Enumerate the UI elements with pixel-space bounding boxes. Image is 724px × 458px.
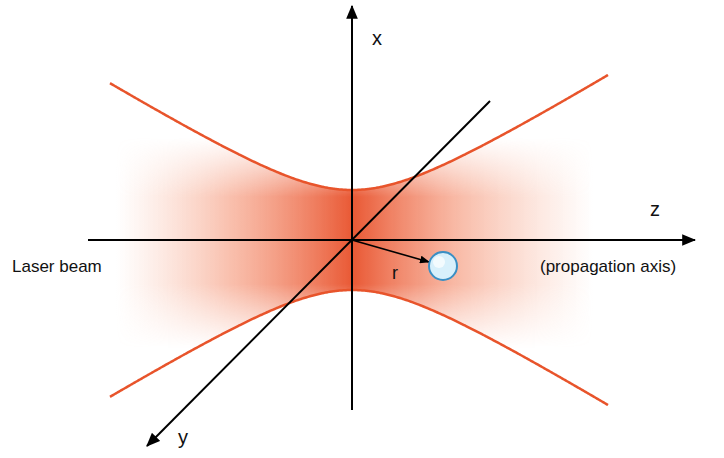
- z-axis: [88, 239, 695, 241]
- particle: [429, 252, 457, 280]
- x-axis: [351, 6, 353, 410]
- particle-highlight: [433, 256, 445, 268]
- vector-label: r: [392, 264, 398, 284]
- y-axis: [147, 101, 490, 446]
- axis-label: y: [178, 426, 188, 448]
- beam-label: Laser beam: [12, 258, 102, 277]
- beam-edge: [110, 290, 608, 405]
- axis-label: z: [650, 198, 660, 220]
- beam-edge: [110, 75, 608, 190]
- axis-label: x: [372, 27, 382, 49]
- axis-caption: (propagation axis): [540, 258, 676, 277]
- r-vector: [352, 240, 429, 262]
